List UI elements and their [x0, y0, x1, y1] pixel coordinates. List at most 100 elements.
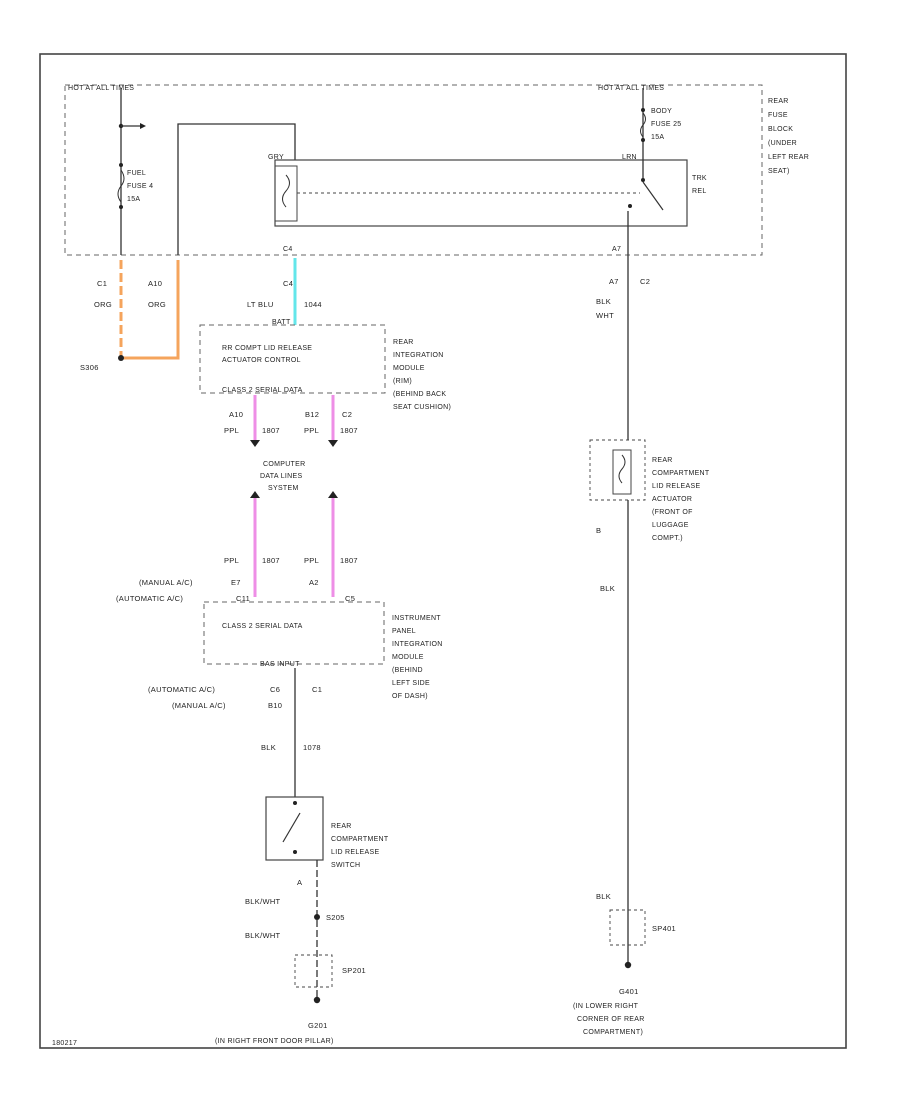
- fuse-block-line-2: FUSE: [768, 112, 788, 119]
- ipm-module-box: [203, 601, 385, 665]
- arrow-down-b-icon: [328, 440, 338, 447]
- ipm-name-label: INSTRUMENT PANEL INTEGRATION MODULE (BEH…: [392, 615, 443, 700]
- pin-a-switch: A: [297, 878, 302, 887]
- arrow-up-b-icon: [328, 491, 338, 498]
- relay-contact-icon: [642, 181, 664, 211]
- actuator-box: [589, 439, 646, 501]
- fuse-block-line-4: (UNDER: [768, 140, 797, 147]
- ground-g401-icon: [624, 961, 632, 969]
- switch-bottom-dot: [293, 850, 297, 854]
- pin-a2: A2: [309, 578, 319, 587]
- rim-serial-data-label: CLASS 2 SERIAL DATA: [222, 387, 303, 394]
- wire-color-blk-right: BLK: [596, 297, 611, 306]
- ipm-name-line-4: MODULE: [392, 654, 424, 661]
- splice-s306: [118, 355, 124, 361]
- ppl-label-3: PPL: [224, 556, 239, 565]
- computer-data-line-2: DATA LINES: [260, 473, 302, 480]
- pin-c1-ipm: C1: [312, 685, 322, 694]
- rim-ctrl-label-1: RR COMPT LID RELEASE: [222, 345, 312, 352]
- fuel-fuse-top-dot: [119, 163, 123, 167]
- diagram-frame: [39, 53, 847, 1049]
- ground-g201-location: (IN RIGHT FRONT DOOR PILLAR): [215, 1038, 334, 1045]
- connector-a10: A10: [148, 279, 162, 288]
- pin-a7-top: A7: [612, 246, 621, 253]
- switch-top-dot: [293, 801, 297, 805]
- actuator-line-3: LID RELEASE: [652, 483, 700, 490]
- pin-b-actuator: B: [596, 526, 601, 535]
- rim-name-line-5: (BEHIND BACK: [393, 391, 446, 398]
- wire-color-blk-3: BLK: [596, 892, 611, 901]
- actuator-coil-box: [612, 449, 632, 495]
- relay-contact-dot-bottom: [628, 204, 632, 208]
- manual-ac-label-2: (MANUAL A/C): [172, 701, 226, 710]
- circuit-1044: 1044: [304, 300, 322, 309]
- body-fuse-label-2: FUSE 25: [651, 121, 682, 128]
- orange-wire-right: [121, 260, 180, 360]
- switch-label-1: REAR: [331, 823, 352, 830]
- computer-data-line-3: SYSTEM: [268, 485, 299, 492]
- wire-color-org-right: ORG: [148, 300, 166, 309]
- arrow-up-a-icon: [250, 491, 260, 498]
- manual-ac-label: (MANUAL A/C): [139, 578, 193, 587]
- actuator-line-1: REAR: [652, 457, 673, 464]
- body-fuse-icon: [640, 112, 646, 138]
- body-fuse-label-1: BODY: [651, 108, 672, 115]
- ipm-name-line-1: INSTRUMENT: [392, 615, 441, 622]
- rim-name-line-4: (RIM): [393, 378, 412, 385]
- connector-c4: C4: [283, 279, 293, 288]
- lid-release-switch-box: [265, 796, 324, 861]
- arrow-down-a-icon: [250, 440, 260, 447]
- splice-pack-sp401-label: SP401: [652, 924, 676, 933]
- fuse-block-line-5: LEFT REAR: [768, 154, 809, 161]
- rim-ctrl-label-2: ACTUATOR CONTROL: [222, 357, 301, 364]
- ppl-label-2: PPL: [304, 426, 319, 435]
- rear-fuse-block-box: [64, 84, 763, 256]
- body-fuse-bottom-dot: [641, 138, 645, 142]
- fuse-block-line-3: BLOCK: [768, 126, 793, 133]
- ipm-bas-input-label: BAS INPUT: [260, 661, 300, 668]
- diagram-id: 180217: [52, 1040, 77, 1047]
- ground-g401-label: G401: [619, 987, 639, 996]
- ground-g401-location-1: (IN LOWER RIGHT: [573, 1003, 639, 1010]
- relay-contact-dot-top: [641, 178, 645, 182]
- wire-color-lt-blu: LT BLU: [247, 300, 274, 309]
- wire-color-wht-right: WHT: [596, 311, 614, 320]
- ground-g401-location-2: CORNER OF REAR: [577, 1016, 645, 1023]
- circuit-1078: 1078: [303, 743, 321, 752]
- connector-c1: C1: [97, 279, 107, 288]
- ground-g401-location-3: COMPARTMENT): [583, 1029, 643, 1036]
- splice-s205-label: S205: [326, 913, 345, 922]
- a10-loop-wire: [177, 123, 296, 255]
- actuator-line-4: ACTUATOR: [652, 496, 692, 503]
- pin-b12: B12: [305, 410, 319, 419]
- wire-color-blk-wht-2: BLK/WHT: [245, 931, 281, 940]
- trunk-rel-label-2: REL: [692, 188, 707, 195]
- rim-batt-label: BATT: [272, 319, 291, 326]
- switch-label-3: LID RELEASE: [331, 849, 379, 856]
- ppl-label-1: PPL: [224, 426, 239, 435]
- fuel-fuse-label-2: FUSE 4: [127, 183, 153, 190]
- rim-name-line-1: REAR: [393, 339, 414, 346]
- ipm-serial-data-label: CLASS 2 SERIAL DATA: [222, 623, 303, 630]
- trunk-rel-label-1: TRK: [692, 175, 707, 182]
- ipm-name-line-3: INTEGRATION: [392, 641, 443, 648]
- relay-coil-box: [274, 165, 298, 222]
- pin-c2: C2: [342, 410, 352, 419]
- ipm-name-line-5: (BEHIND: [392, 667, 423, 674]
- splice-pack-sp201-label: SP201: [342, 966, 366, 975]
- wire-color-org-left: ORG: [94, 300, 112, 309]
- hot-label-right: HOT AT ALL TIMES: [598, 85, 664, 92]
- rim-name-line-6: SEAT CUSHION): [393, 404, 451, 411]
- pin-c4-top: C4: [283, 246, 293, 253]
- ipm-name-line-6: LEFT SIDE: [392, 680, 430, 687]
- pin-c5: C5: [345, 594, 355, 603]
- fuel-fuse-bottom-dot: [119, 205, 123, 209]
- actuator-line-7: COMPT.): [652, 535, 683, 542]
- splice-s306-label: S306: [80, 363, 99, 372]
- circuit-1807-c: 1807: [262, 556, 280, 565]
- pin-c2-right: C2: [640, 277, 650, 286]
- trunk-relay-box: [274, 159, 688, 227]
- relay-pin-right: LRN: [622, 154, 637, 161]
- computer-data-line-1: COMPUTER: [263, 461, 305, 468]
